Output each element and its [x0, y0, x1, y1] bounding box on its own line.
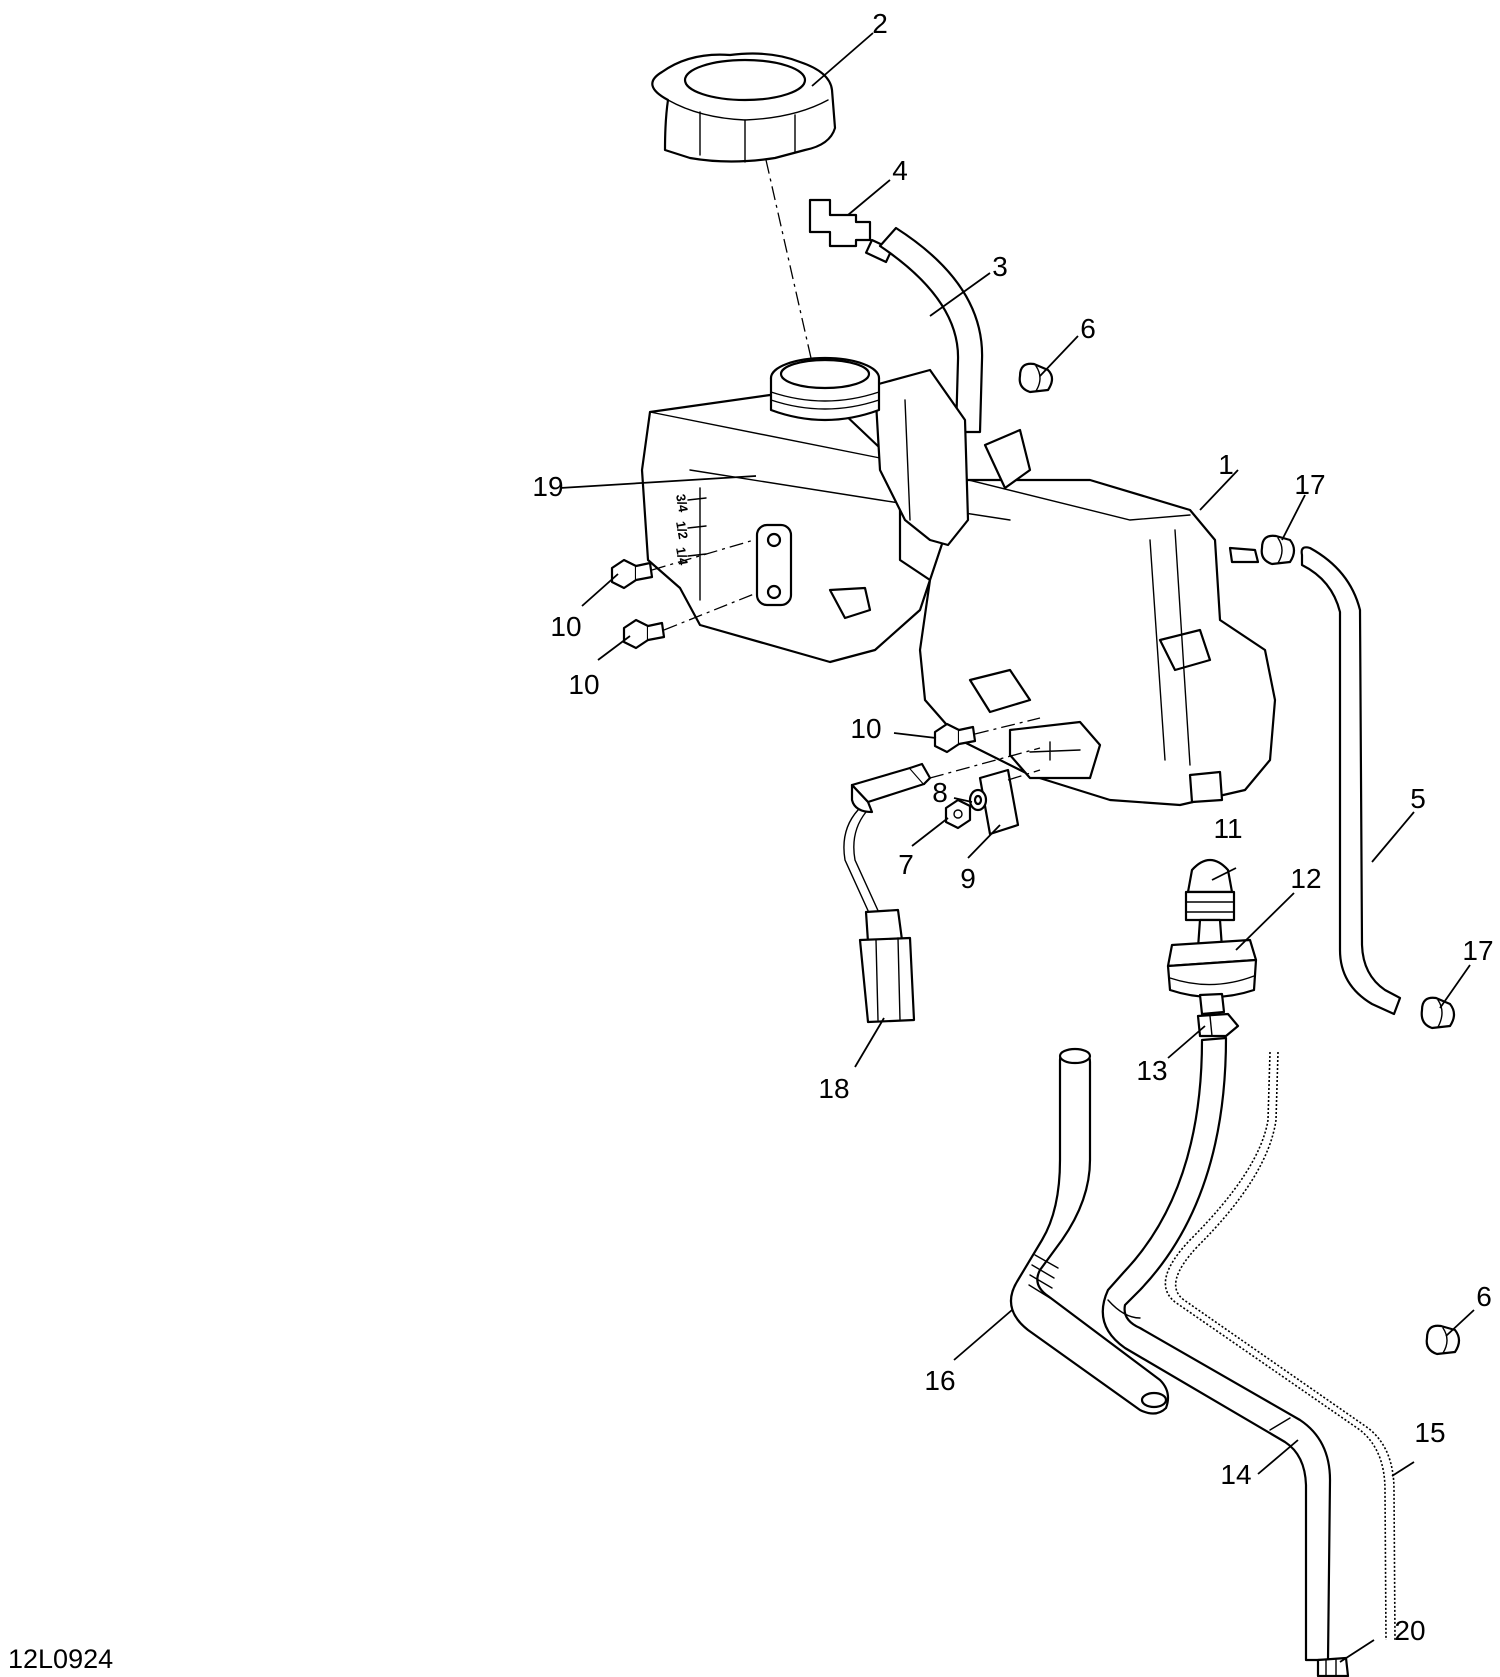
- hose-clamp: [1196, 1012, 1240, 1038]
- gauge-mark-3-4: 3/4: [673, 493, 691, 514]
- nut: [944, 798, 972, 830]
- fuel-outlet-hose: [1101, 1036, 1332, 1662]
- callout-4: 4: [892, 155, 908, 186]
- callout-3: 3: [992, 251, 1008, 282]
- washer: [968, 788, 988, 812]
- breather-hose: [1300, 546, 1402, 1016]
- fuel-level-sensor: [843, 747, 1041, 1024]
- callout-10: 10: [550, 611, 581, 642]
- bolt: [610, 558, 654, 590]
- callout-17: 17: [1462, 935, 1493, 966]
- callout-8: 8: [932, 777, 948, 808]
- vent-hose: [878, 226, 984, 434]
- valve-holder: [1166, 938, 1258, 1016]
- callout-15: 15: [1414, 1417, 1445, 1448]
- gauge-mark-1-2: 1/2: [673, 520, 691, 540]
- callout-5: 5: [1410, 783, 1426, 814]
- leader-lines: [559, 32, 1475, 1663]
- rollover-valve: [1184, 858, 1236, 950]
- bolt: [933, 722, 977, 754]
- callout-2: 2: [872, 8, 888, 39]
- bolt: [622, 618, 666, 650]
- callout-17: 17: [1294, 469, 1325, 500]
- fuel-cap: [651, 52, 837, 163]
- callout-14: 14: [1220, 1459, 1251, 1490]
- callout-13: 13: [1136, 1055, 1167, 1086]
- callout-1: 1: [1218, 449, 1234, 480]
- callout-10: 10: [850, 713, 881, 744]
- hose-clamp: [1260, 534, 1296, 566]
- callout-7: 7: [898, 849, 914, 880]
- callout-9: 9: [960, 863, 976, 894]
- callout-10: 10: [568, 669, 599, 700]
- callout-6: 6: [1476, 1281, 1492, 1312]
- callout-19: 19: [532, 471, 563, 502]
- callout-16: 16: [924, 1365, 955, 1396]
- callout-11: 11: [1213, 813, 1242, 844]
- callout-6: 6: [1080, 313, 1096, 344]
- callout-20: 20: [1394, 1615, 1425, 1646]
- mounting-plate: [978, 768, 1020, 836]
- vent-fitting: [808, 198, 894, 264]
- gauge-mark-1-4: 1/4: [673, 546, 691, 567]
- hose-clamp: [1420, 996, 1456, 1030]
- drawing-id: 12L0924: [8, 1644, 113, 1674]
- callout-12: 12: [1290, 863, 1321, 894]
- hose-clamp: [1425, 1324, 1461, 1356]
- fuel-tank: [640, 356, 1277, 807]
- callout-18: 18: [818, 1073, 849, 1104]
